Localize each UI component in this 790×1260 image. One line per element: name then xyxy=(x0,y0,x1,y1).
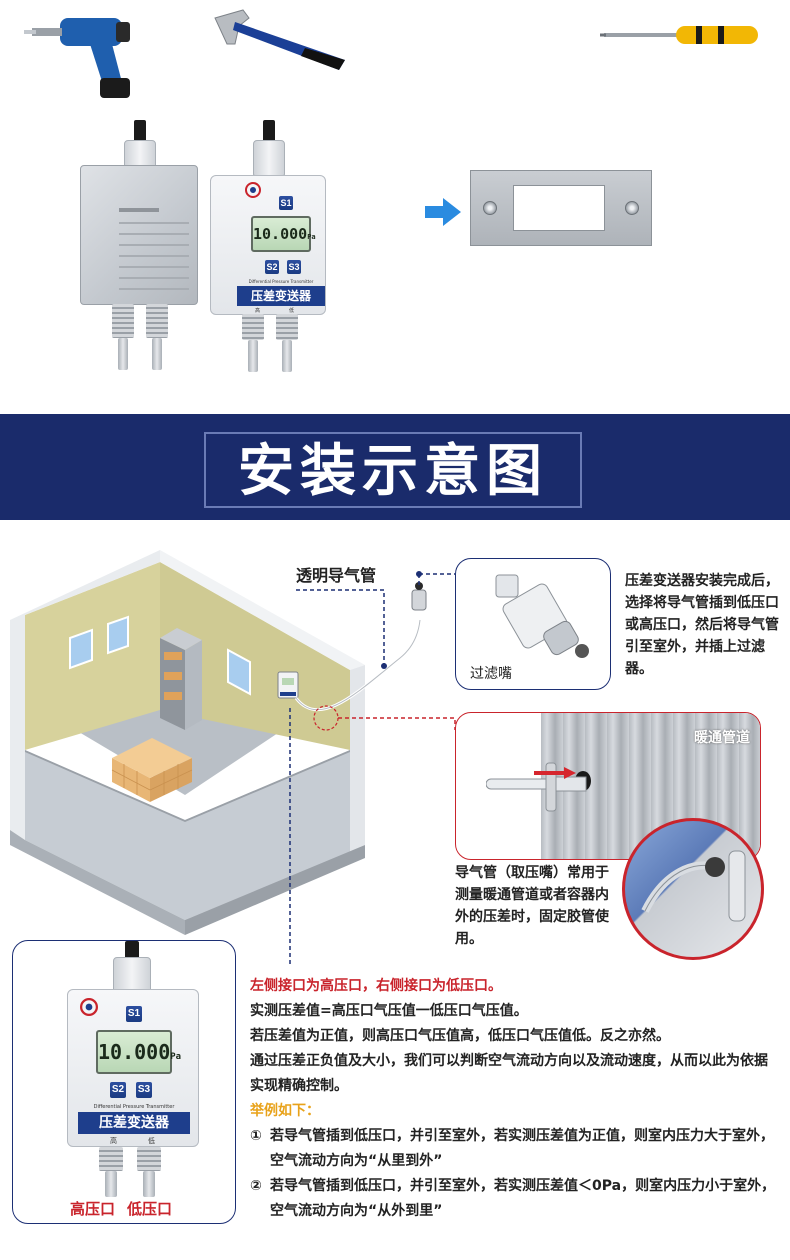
port-low-short: 低 xyxy=(289,308,295,314)
key-s2: S2 xyxy=(110,1082,126,1098)
room-illustration xyxy=(10,550,427,935)
example-item: ② 若导气管插到低压口，并引至室外，若实测压差值＜0Pa，则室内压力小于室外，空… xyxy=(250,1174,780,1224)
port-rule-line: 左侧接口为高压口，右侧接口为低压口。 xyxy=(250,978,502,994)
lcd-display: 10.000Pa xyxy=(251,216,316,252)
device-name-en: Differential Pressure Transmitter xyxy=(93,1104,175,1110)
tube-label: 透明导气管 xyxy=(296,566,377,585)
key-s2: S2 xyxy=(265,260,279,274)
lcd-value: 10.000 xyxy=(98,1040,171,1064)
example-title: 举例如下： xyxy=(250,1103,320,1119)
key-s3: S3 xyxy=(136,1082,152,1098)
formula-line: 实测压差值=高压口气压值一低压口气压值。 xyxy=(250,1003,528,1019)
mounting-bracket xyxy=(470,170,652,246)
header-banner: 安装示意图 xyxy=(0,414,790,520)
banner-title: 安装示意图 xyxy=(238,439,548,504)
pressure-nozzle-icon xyxy=(486,762,587,812)
brand-logo-icon xyxy=(245,182,261,198)
filter-description: 压差变送器安装完成后，选择将导气管插到低压口或高压口，然后将导气管引至室外，并插… xyxy=(625,573,779,677)
lcd-unit: Pa xyxy=(170,1052,182,1062)
duct-detail-zoom xyxy=(622,818,764,960)
lcd-display: 10.000Pa xyxy=(96,1030,181,1074)
port-high-short: 高 xyxy=(110,1137,117,1145)
example-item: ① 若导气管插到低压口，并引至室外，若实测压差值为正值，则室内压力大于室外，空气… xyxy=(250,1124,780,1174)
filter-caption: 过滤嘴 xyxy=(470,666,512,682)
screwdriver-icon xyxy=(600,26,758,44)
lcd-unit: Pa xyxy=(307,233,316,241)
control-line: 通过压差正负值及大小，我们可以判断空气流动方向以及流动速度，从而以此为依据实现精… xyxy=(250,1053,768,1094)
sign-rule-line: 若压差值为正值，则高压口气压值高，低压口气压值低。反之亦然。 xyxy=(250,1028,670,1044)
example-text: 若导气管插到低压口，并引至室外，若实测压差值＜0Pa，则室内压力小于室外，空气流… xyxy=(270,1178,776,1219)
key-s1: S1 xyxy=(279,196,293,210)
low-pressure-port-label: 低压口 xyxy=(127,1200,173,1218)
electric-drill-icon xyxy=(24,18,130,98)
explanation-text: 左侧接口为高压口，右侧接口为低压口。 实测压差值=高压口气压值一低压口气压值。 … xyxy=(250,974,780,1224)
arrow-right-icon xyxy=(425,198,461,226)
device-name-en: Differential Pressure Transmitter xyxy=(248,279,314,284)
duct-description: 导气管（取压嘴）常用于测量暖通管道或者容器内外的压差时，固定胶管使用。 xyxy=(455,865,609,947)
example-text: 若导气管插到低压口，并引至室外，若实测压差值为正值，则室内压力大于室外，空气流动… xyxy=(270,1128,774,1169)
device-nameplate: 压差变送器 xyxy=(78,1112,190,1134)
key-s1: S1 xyxy=(126,1006,142,1022)
hammer-icon xyxy=(214,9,345,70)
example-number: ② xyxy=(250,1178,262,1194)
filter-panel: 过滤嘴 xyxy=(455,558,611,690)
duct-label: 暖通管道 xyxy=(694,730,750,746)
brand-logo-icon xyxy=(80,998,98,1016)
lcd-value: 10.000 xyxy=(253,225,308,243)
device-detail-panel: S1 10.000Pa S2 S3 Differential Pressure … xyxy=(12,940,236,1224)
port-low-short: 低 xyxy=(148,1137,155,1145)
device-nameplate: 压差变送器 xyxy=(237,286,325,306)
port-high-short: 高 xyxy=(255,308,261,314)
example-number: ① xyxy=(250,1128,262,1144)
port-labels: 高压口低压口 xyxy=(70,1198,184,1219)
key-s3: S3 xyxy=(287,260,301,274)
filter-nozzle-icon xyxy=(495,574,589,658)
high-pressure-port-label: 高压口 xyxy=(70,1200,116,1218)
